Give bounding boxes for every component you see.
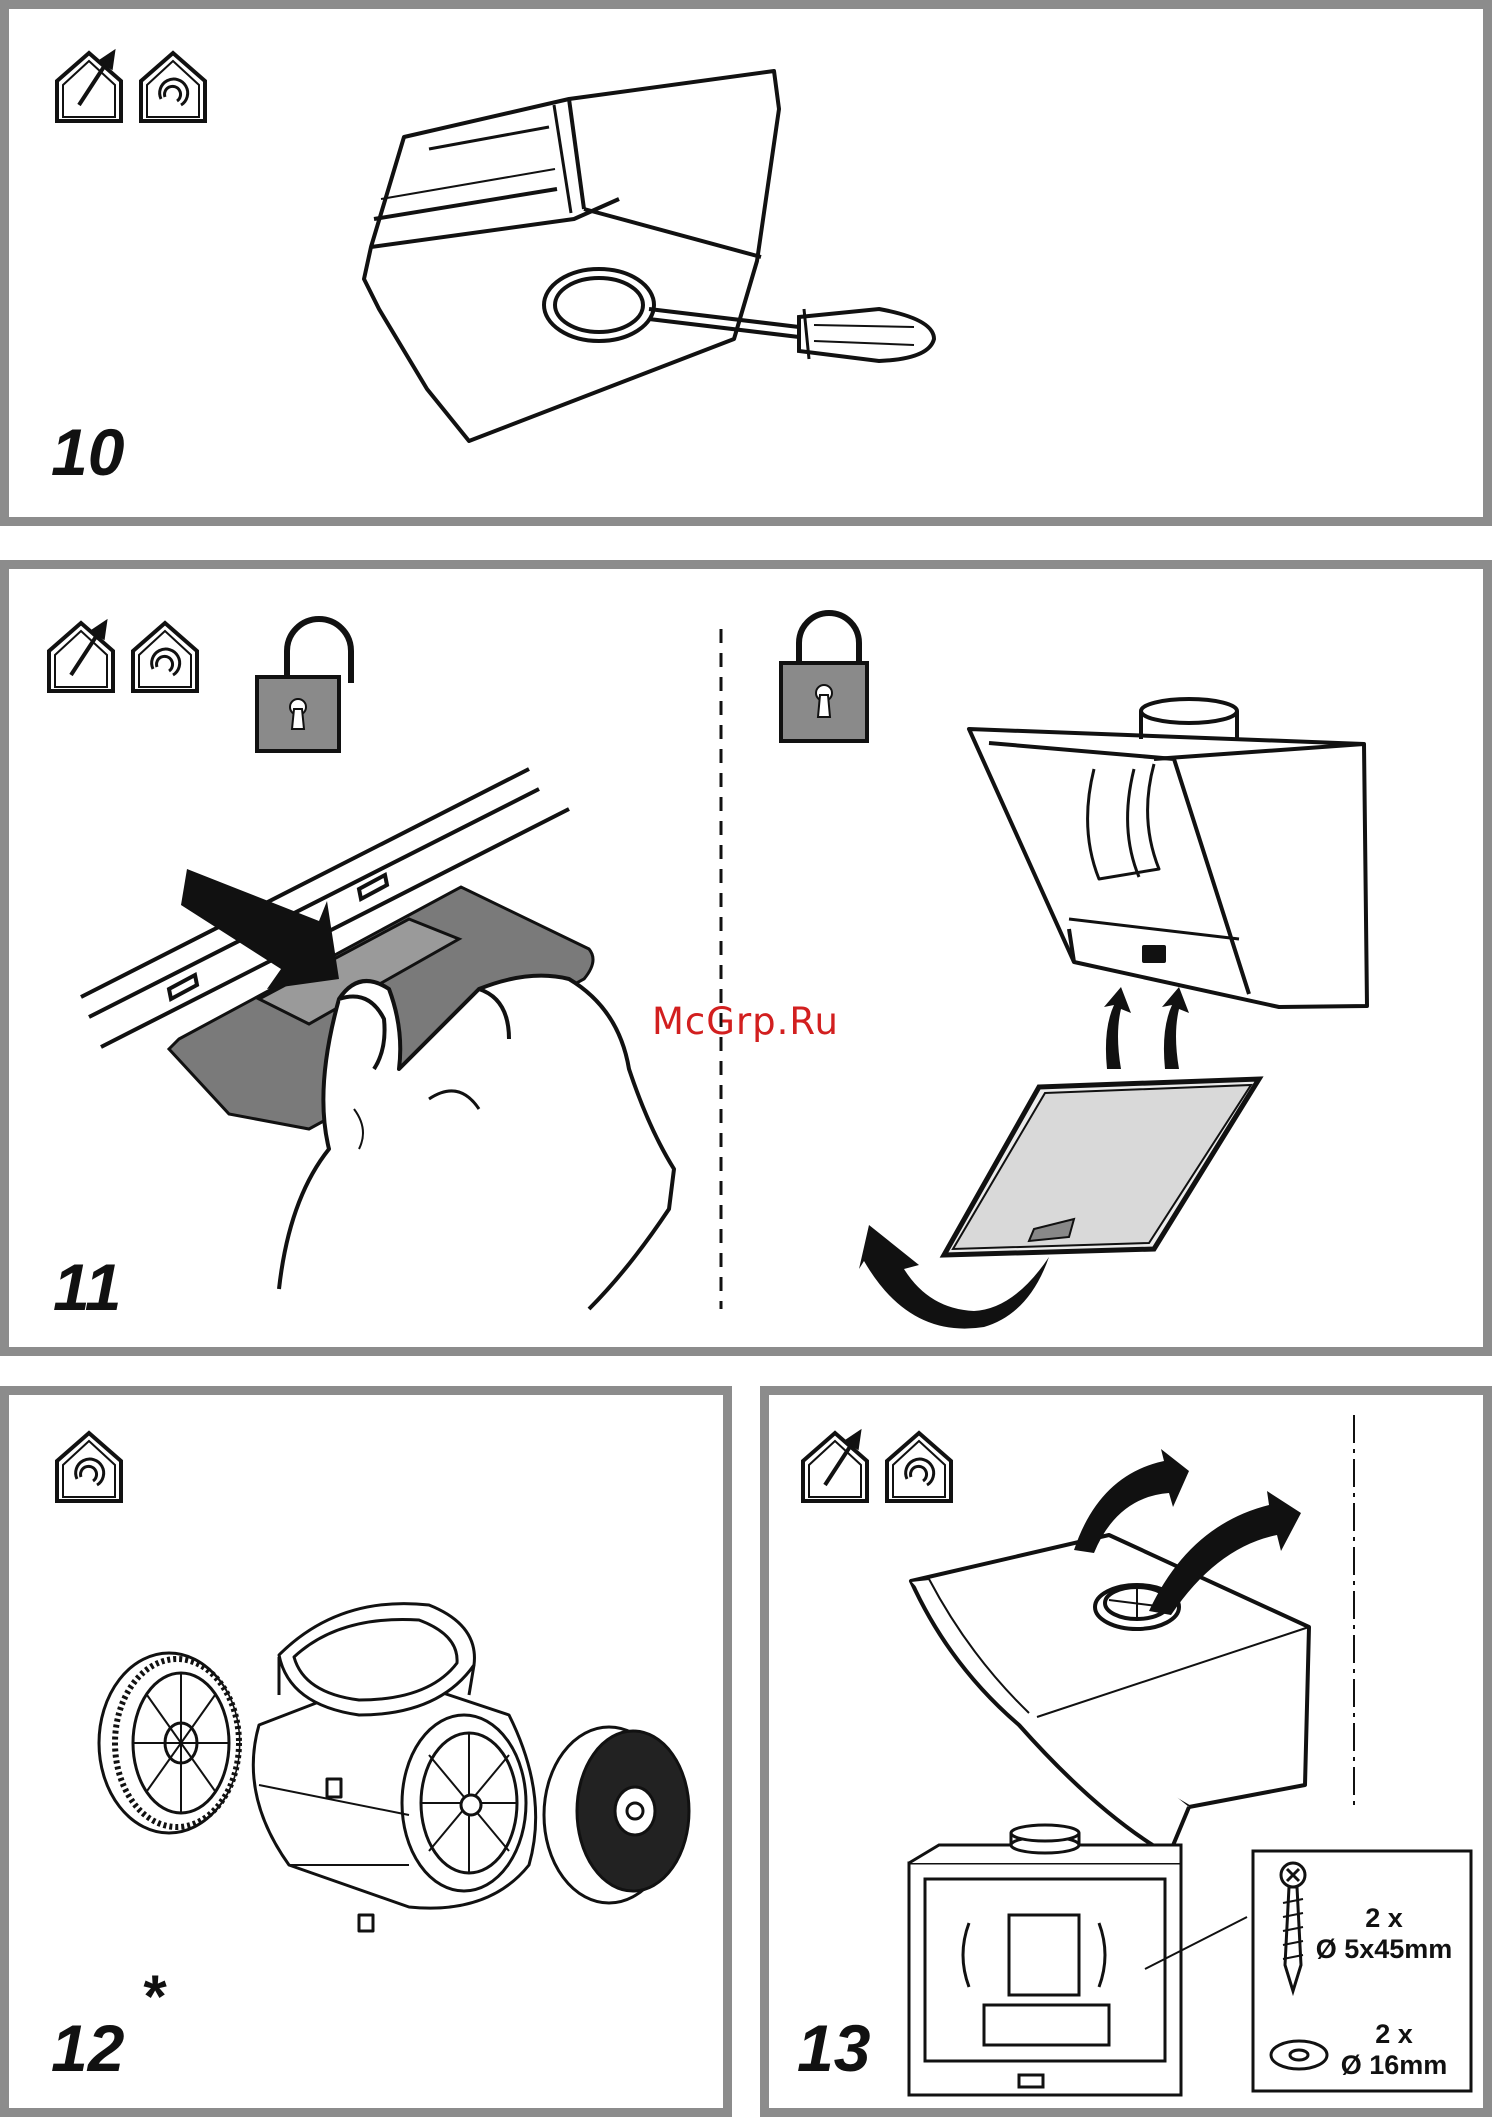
recirculation-mode-house-icon (57, 1433, 121, 1501)
hand (279, 976, 674, 1309)
ducted-mode-house-icon (57, 53, 121, 121)
locked-padlock-icon (781, 613, 867, 741)
insert-arrows-icon (1104, 987, 1189, 1069)
screw-size: Ø 5x45mm (1309, 1934, 1459, 1965)
washer-size: Ø 16mm (1329, 2050, 1459, 2081)
recirculation-mode-house-icon (887, 1433, 951, 1501)
filter-removal-illustration (9, 569, 1483, 1347)
step-footnote-mark: * (141, 1967, 164, 2027)
hood-open-view (969, 699, 1367, 1007)
step-number: 10 (51, 419, 124, 485)
vent-ring (544, 269, 654, 341)
panel-step-10: 10 (0, 0, 1492, 526)
panel-step-12: 12 * (0, 1386, 732, 2117)
unlocked-padlock-icon (257, 619, 351, 751)
hood-front-view (909, 1825, 1247, 2095)
carbon-filter-tray (944, 1079, 1259, 1255)
step-number: 13 (797, 2015, 870, 2081)
washer-icon (1271, 2041, 1327, 2069)
recirculation-mode-house-icon (141, 53, 205, 121)
carbon-filter-right (544, 1727, 689, 1903)
hood-mounting-illustration (769, 1395, 1483, 2108)
watermark: McGrp.Ru (652, 1000, 839, 1043)
motor-filters-illustration (9, 1395, 723, 2108)
ducted-mode-house-icon (803, 1433, 867, 1501)
carbon-filter-left (99, 1653, 239, 1833)
hood-tilted (911, 1535, 1309, 1855)
hood-body (364, 71, 779, 441)
fan-motor (253, 1604, 535, 1931)
screw-qty: 2 x (1309, 1903, 1459, 1934)
washer-qty: 2 x (1329, 2019, 1459, 2050)
step-number: 12 (51, 2015, 124, 2081)
push-arrow-icon (181, 869, 339, 989)
ducted-mode-house-icon (49, 623, 113, 691)
panel-step-13: 2 x Ø 5x45mm 2 x Ø 16mm 13 (760, 1386, 1492, 2117)
hood-screwdriver-illustration (9, 9, 1483, 517)
panel-step-11: 11 (0, 560, 1492, 1356)
step-number: 11 (53, 1254, 122, 1320)
recirculation-mode-house-icon (133, 623, 197, 691)
screw-spec: 2 x Ø 5x45mm (1309, 1903, 1459, 1965)
washer-spec: 2 x Ø 16mm (1329, 2019, 1459, 2081)
